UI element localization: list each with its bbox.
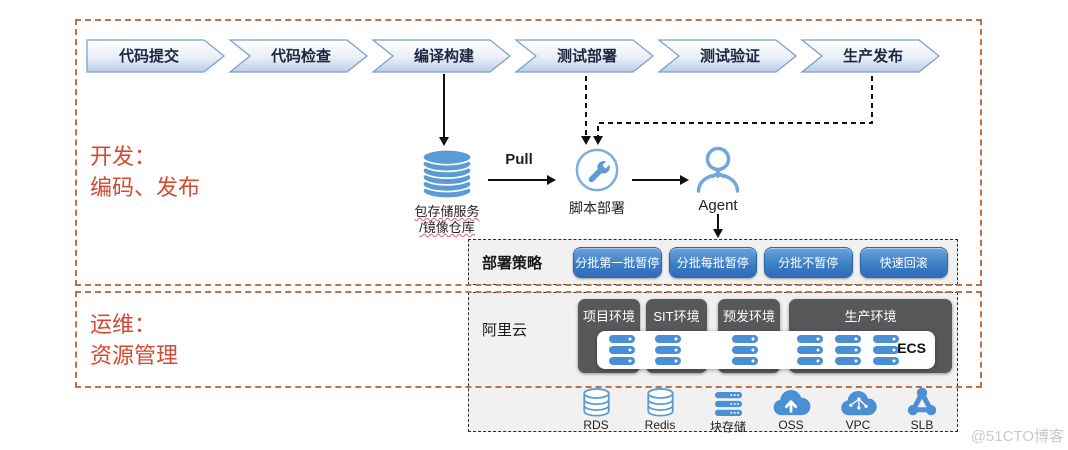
service-redis: Redis <box>628 388 692 432</box>
block-storage-icon <box>696 388 760 417</box>
svg-text:编译构建: 编译构建 <box>414 47 475 65</box>
svg-text:测试部署: 测试部署 <box>557 47 617 65</box>
strategy-button-fast-rollback[interactable]: 快速回滚 <box>859 246 948 278</box>
pull-label: Pull <box>505 151 533 168</box>
wrench-circle-icon <box>575 148 619 192</box>
svg-text:生产发布: 生产发布 <box>843 47 903 65</box>
pipeline-stage-prod-release: 生产发布 <box>800 39 941 73</box>
pipeline: 代码提交 代码检查 编译构建 测试部署 测试验证 生产发布 <box>86 39 941 73</box>
service-rds: RDS <box>564 388 628 432</box>
server-icon <box>732 335 758 365</box>
ops-region-label: 运维： 资源管理 <box>90 312 179 368</box>
deploy-strategy-box: 部署策略 分批第一批暂停 分批每批暂停 分批不暂停 快速回滚 <box>468 239 958 285</box>
agent-label: Agent <box>698 197 738 214</box>
service-vpc: VPC <box>826 388 890 432</box>
strategy-button-batch-no-pause[interactable]: 分批不暂停 <box>764 246 853 278</box>
strategy-button-batch-each-pause[interactable]: 分批每批暂停 <box>668 246 757 278</box>
pipeline-stage-test-verify: 测试验证 <box>657 39 798 73</box>
database-outline-icon <box>564 388 628 417</box>
server-icon <box>835 335 861 365</box>
script-deploy-label: 脚本部署 <box>569 200 625 216</box>
strategy-button-row: 分批第一批暂停 分批每批暂停 分批不暂停 快速回滚 <box>573 246 948 278</box>
strategy-button-batch-first-pause[interactable]: 分批第一批暂停 <box>573 246 662 278</box>
database-stack-icon <box>421 148 473 200</box>
svg-text:代码检查: 代码检查 <box>270 47 332 65</box>
server-icon <box>609 335 635 365</box>
server-icon <box>873 335 899 365</box>
service-block-storage: 块存储 <box>696 388 760 435</box>
server-icon <box>655 335 681 365</box>
ecs-label: ECS <box>897 340 926 356</box>
deploy-strategy-title: 部署策略 <box>482 254 543 272</box>
alicloud-box: 阿里云 项目环境 SIT环境 预发环境 生产环境 ECS RDS Redis <box>468 292 958 435</box>
server-icon <box>797 335 823 365</box>
svg-text:代码提交: 代码提交 <box>118 47 179 65</box>
load-balancer-icon <box>890 387 954 417</box>
cloud-network-icon <box>826 388 890 417</box>
service-slb: SLB <box>890 387 954 432</box>
package-store-label: 包存储服务 /镜像仓库 <box>414 204 480 235</box>
watermark: @51CTO博客 <box>970 428 1064 445</box>
database-outline-icon <box>628 388 692 417</box>
service-oss: OSS <box>759 388 823 432</box>
pipeline-stage-code-commit: 代码提交 <box>86 39 226 73</box>
cloud-upload-icon <box>759 388 823 417</box>
pipeline-stage-code-check: 代码检查 <box>228 39 369 73</box>
pipeline-stage-build: 编译构建 <box>371 39 512 73</box>
svg-text:测试验证: 测试验证 <box>700 47 760 65</box>
person-icon <box>696 146 740 193</box>
pipeline-stage-test-deploy: 测试部署 <box>514 39 655 73</box>
alicloud-title: 阿里云 <box>482 322 528 339</box>
ecs-bar: ECS <box>597 331 935 369</box>
dev-region-label: 开发： 编码、发布 <box>90 144 201 200</box>
